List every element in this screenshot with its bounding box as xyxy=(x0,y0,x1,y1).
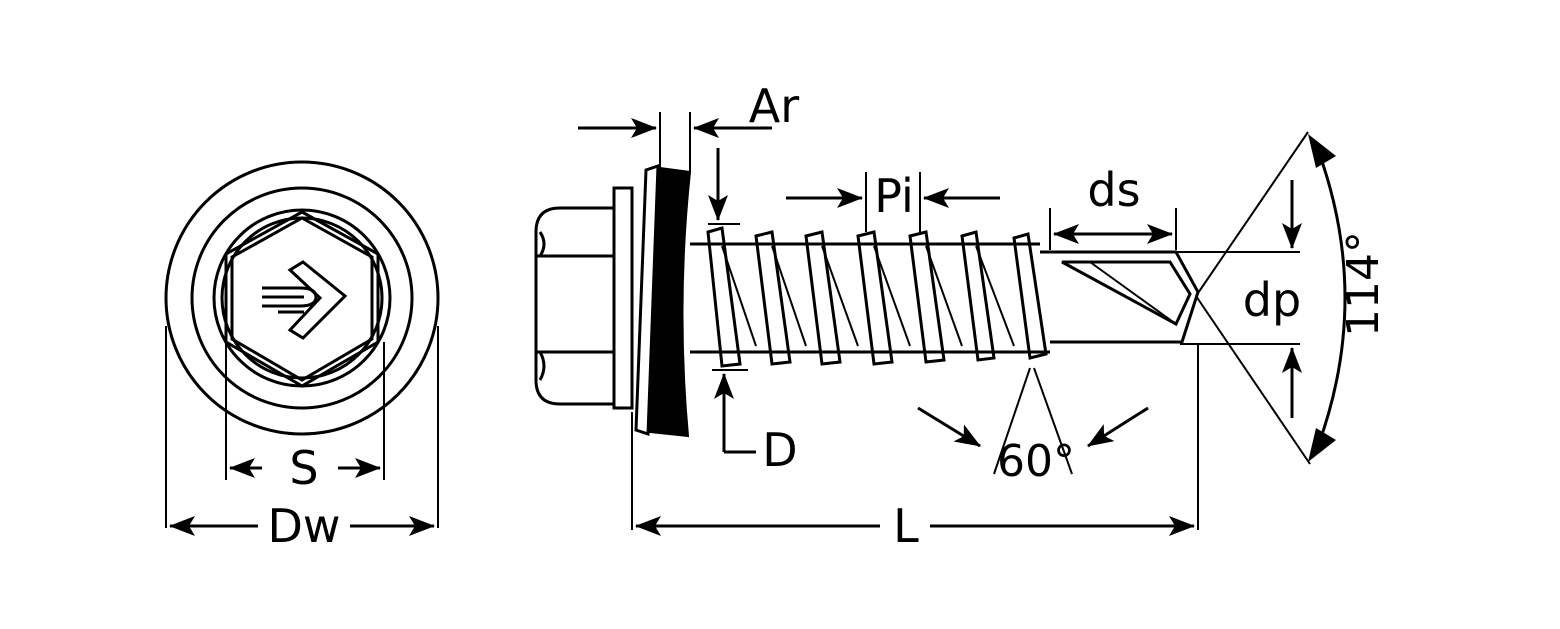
label-d: D xyxy=(762,423,797,477)
screw-side-view xyxy=(534,163,1200,438)
label-dp: dp xyxy=(1243,273,1301,327)
dimension-root-arrow xyxy=(708,148,740,225)
label-ar: Ar xyxy=(749,79,799,133)
label-dw: Dw xyxy=(267,499,340,553)
dimension-pi: Pi xyxy=(786,169,1000,232)
label-pi: Pi xyxy=(874,169,914,223)
label-angle-114: 114° xyxy=(1338,231,1389,337)
dimension-angle-60: 60° xyxy=(917,367,1149,487)
brand-logo xyxy=(262,260,348,340)
label-ds: ds xyxy=(1087,163,1140,217)
dimension-angle-114: 114° xyxy=(1195,131,1389,465)
label-s: S xyxy=(289,441,318,495)
head-top-view xyxy=(164,160,440,436)
dimension-ar: Ar xyxy=(578,79,799,172)
dimension-ds: ds xyxy=(1049,163,1177,250)
dimension-dp: dp xyxy=(1176,180,1302,418)
dimension-s: S xyxy=(225,342,385,495)
label-l: L xyxy=(893,499,919,553)
dimension-d: D xyxy=(712,369,798,477)
thread-crests xyxy=(706,226,1048,368)
label-angle-60: 60° xyxy=(997,436,1075,487)
dimension-l: L xyxy=(631,344,1199,553)
drill-point xyxy=(1040,250,1200,344)
dimension-dw: Dw xyxy=(165,326,439,553)
